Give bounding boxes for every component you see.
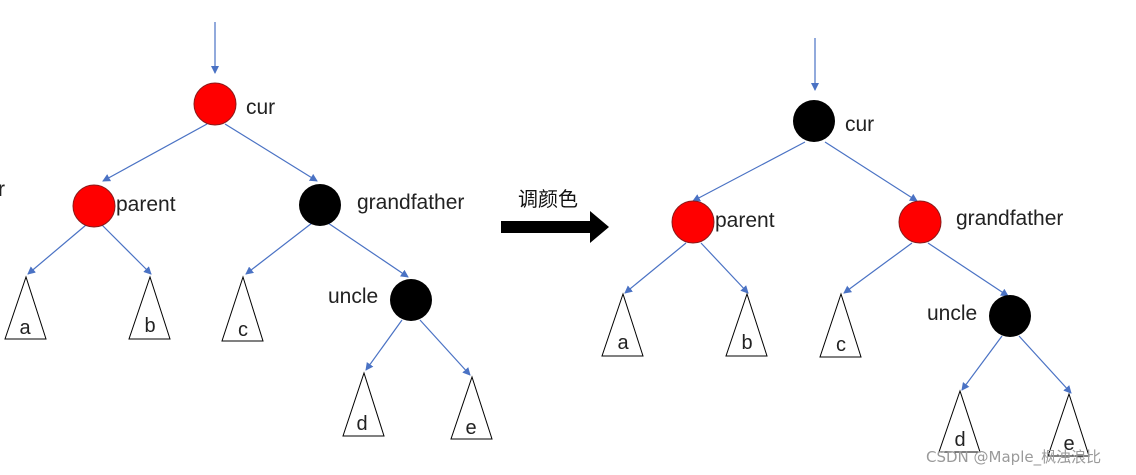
right-subtree-c — [819, 292, 862, 358]
right-edge-grandfather-uncle — [927, 242, 1009, 297]
left-edge-uncle-e — [419, 319, 471, 376]
right-edge-uncle-e — [1018, 335, 1072, 394]
right-subtree-e — [1047, 392, 1090, 457]
left-label-parent: parent — [116, 193, 176, 216]
right-edge-parent-b — [700, 242, 749, 294]
left-label-cur: cur — [246, 96, 275, 119]
right-label-parent: parent — [715, 209, 775, 232]
left-subtree-b — [128, 275, 171, 340]
right-edge-parent-a — [624, 242, 687, 294]
right-subtree-label-d: d — [954, 429, 965, 451]
watermark: CSDN @Maple_枫浊浪比 — [926, 448, 1101, 467]
right-node-parent — [671, 200, 715, 244]
right-subtree-a — [601, 292, 644, 357]
left-subtree-label-b: b — [144, 315, 155, 337]
right-edge-cur-grandfather — [824, 141, 918, 202]
left-subtree-label-e: e — [465, 417, 476, 439]
right-label-cur: cur — [845, 113, 874, 136]
right-label-grandfather: grandfather — [956, 207, 1063, 230]
left-subtree-c — [221, 275, 264, 342]
left-edge-cur-grandfather — [224, 123, 318, 182]
thick-right-arrow — [501, 211, 609, 243]
right-label-uncle: uncle — [927, 302, 977, 325]
left-subtree-label-d: d — [356, 413, 367, 435]
left-tree: cur parent grandfather uncle a b c d e — [4, 22, 493, 440]
left-edge-uncle-d — [365, 319, 403, 371]
right-edge-uncle-d — [961, 335, 1003, 391]
right-edge-grandfather-c — [843, 242, 913, 294]
left-subtree-label-a: a — [19, 317, 31, 339]
left-label-grandfather: grandfather — [357, 191, 464, 214]
left-subtree-e — [450, 375, 493, 440]
left-edge-cur-parent — [102, 123, 208, 182]
right-subtree-b — [725, 292, 768, 357]
left-edge-grandfather-uncle — [327, 222, 409, 278]
left-edge-grandfather-c — [245, 222, 313, 275]
right-subtree-label-a: a — [617, 332, 629, 354]
left-subtree-d — [342, 371, 385, 437]
left-subtree-label-c: c — [238, 319, 248, 341]
left-node-grandfather — [299, 184, 341, 226]
right-edge-cur-parent — [692, 141, 806, 202]
right-node-grandfather — [898, 200, 942, 244]
right-subtree-label-b: b — [741, 332, 752, 354]
left-subtree-a — [4, 275, 47, 340]
left-edge-parent-a — [27, 224, 87, 275]
right-subtree-label-e: e — [1063, 433, 1074, 455]
left-node-parent — [72, 184, 116, 228]
right-tree: cur parent grandfather uncle a b c d e — [601, 38, 1090, 457]
left-label-uncle: uncle — [328, 285, 378, 308]
right-subtree-label-c: c — [836, 334, 846, 356]
edge-text-fragment: r — [0, 178, 5, 201]
right-node-cur — [793, 100, 835, 142]
transition-label: 调颜色 — [518, 187, 578, 211]
left-node-uncle — [390, 279, 432, 321]
right-node-uncle — [989, 295, 1031, 337]
left-node-cur — [193, 82, 237, 126]
transition-arrow: 调颜色 — [501, 187, 609, 243]
right-subtree-d — [938, 389, 981, 453]
left-edge-parent-b — [101, 224, 152, 275]
